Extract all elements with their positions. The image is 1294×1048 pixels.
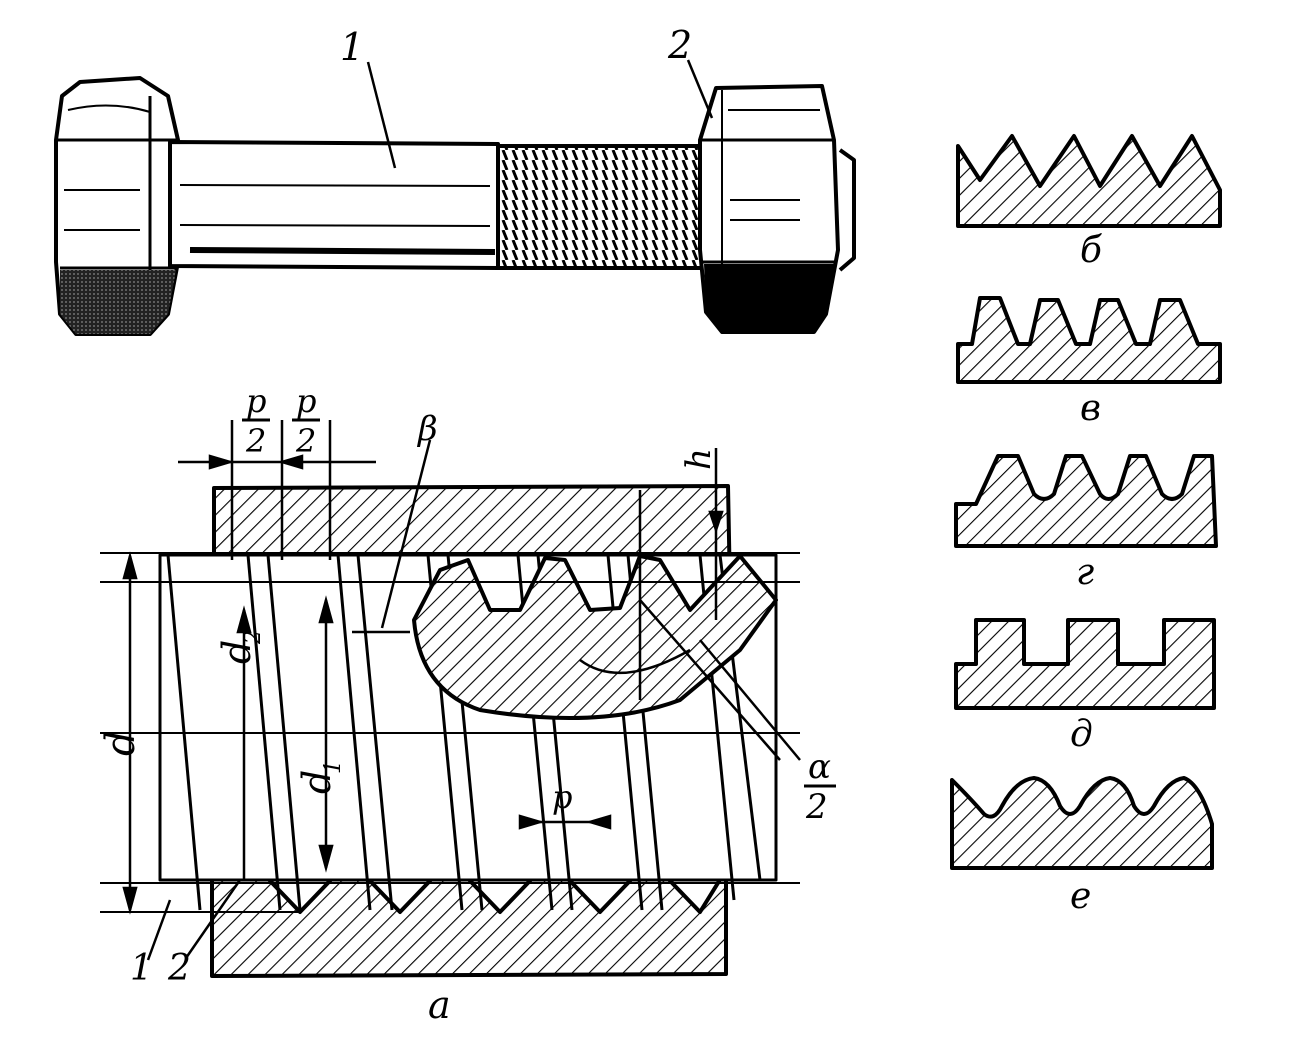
label-p-left: p — [246, 382, 266, 420]
label-pitch: p — [552, 778, 572, 816]
profile-triangular — [956, 134, 1222, 228]
profile-rectangular — [954, 618, 1216, 710]
profile-round — [950, 776, 1214, 870]
profile-types — [950, 134, 1222, 870]
label-beta: β — [416, 409, 438, 449]
label-alpha: α — [808, 747, 831, 787]
caption-e: е — [1070, 876, 1091, 917]
caption-a: а — [428, 983, 451, 1027]
caption-g: г — [1076, 552, 1094, 593]
caption-v: в — [1080, 388, 1101, 429]
bolt-thread — [496, 144, 712, 270]
label-p-right: p — [296, 382, 316, 420]
nut-shadow — [704, 264, 836, 332]
profile-captions: б в г д е — [1070, 230, 1103, 917]
label-two-alpha: 2 — [805, 787, 828, 827]
label-d1-sub: 1 — [321, 760, 346, 774]
dimension-labels: p 2 p 2 β h d d 2 d 1 α 2 p 1 2 а — [98, 382, 836, 1027]
label-two-left: 2 — [245, 422, 266, 460]
caption-b: б — [1080, 230, 1103, 271]
label-d1: d — [295, 770, 339, 794]
profile-trapezoidal — [956, 296, 1222, 384]
bolt-head-shadow — [60, 270, 176, 334]
bolt-and-nut-illustration — [54, 76, 856, 336]
section-part-label-2: 2 — [167, 948, 191, 989]
caption-d: д — [1070, 714, 1093, 755]
dimension-lines — [122, 420, 801, 961]
cutaway-profile — [412, 554, 778, 720]
label-two-right: 2 — [295, 422, 316, 460]
label-h: h — [679, 448, 719, 470]
section-part-label-1: 1 — [130, 948, 153, 989]
profile-buttress — [954, 454, 1218, 548]
label-d2: d — [215, 640, 259, 664]
label-d: d — [98, 730, 144, 756]
nut-part-label: 2 — [667, 23, 692, 67]
bolt-part-label: 1 — [340, 25, 364, 69]
nut-section-lower — [210, 858, 728, 978]
thread-section — [100, 484, 800, 978]
label-d2-sub: 2 — [241, 630, 266, 645]
